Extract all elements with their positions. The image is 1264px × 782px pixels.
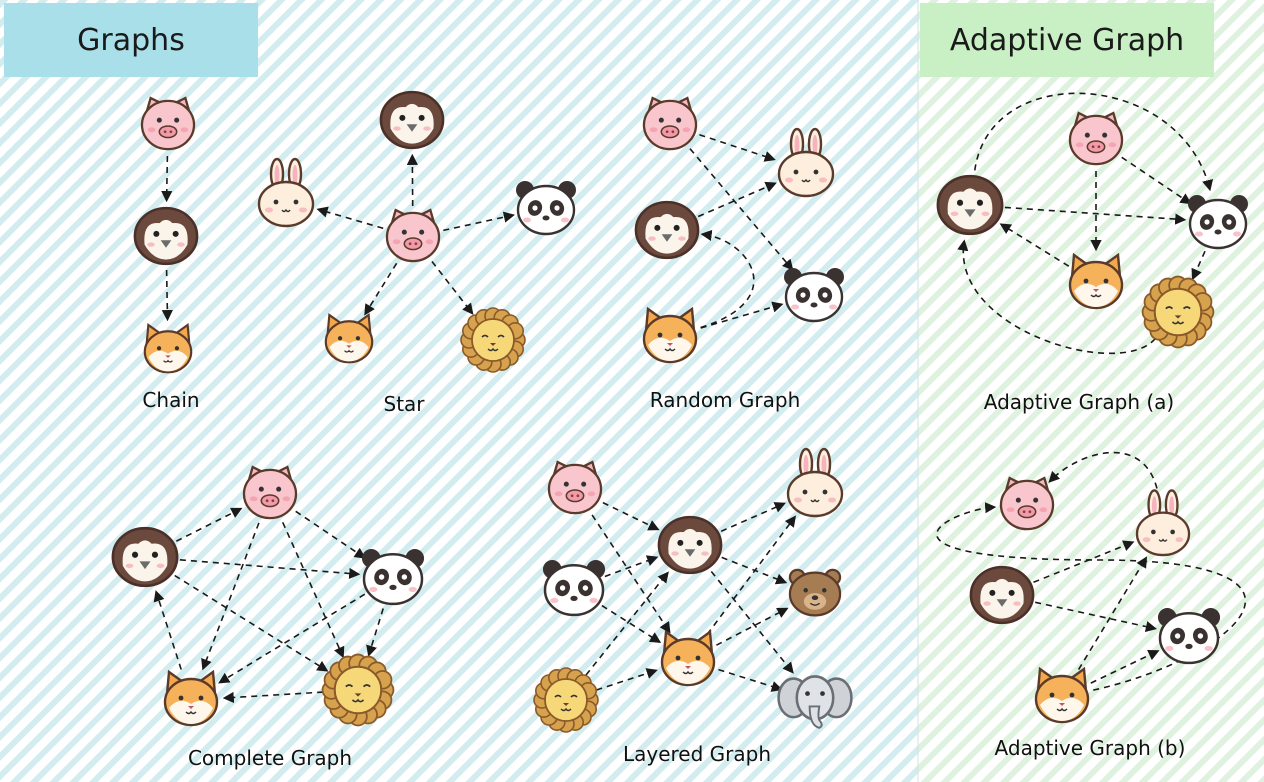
panda-icon — [542, 560, 606, 617]
panda-icon — [1188, 195, 1248, 250]
edge-arrow — [174, 574, 329, 672]
penguin-icon — [379, 90, 445, 150]
panda-icon — [1157, 608, 1221, 665]
adaptive-graph-title: Adaptive Graph — [920, 3, 1214, 77]
edge-arrow — [601, 604, 662, 643]
adaptive-graph-b-label: Adaptive Graph (b) — [994, 736, 1186, 760]
rabbit-icon — [257, 157, 315, 228]
edge-arrow — [1035, 601, 1157, 633]
pig-icon — [1068, 111, 1124, 166]
edge-arrow — [443, 211, 515, 232]
cat-icon — [163, 669, 219, 727]
edge-curved-arrow — [936, 502, 1247, 691]
penguin-icon — [969, 565, 1035, 625]
cat-icon — [660, 629, 716, 687]
edge-arrow — [1004, 206, 1187, 225]
edge-arrow — [1191, 250, 1206, 281]
edges-layer — [153, 92, 1247, 704]
chain-label: Chain — [142, 388, 200, 412]
edge-arrow — [716, 607, 789, 646]
lion-icon — [321, 653, 395, 727]
edge-arrow — [604, 555, 659, 578]
penguin-icon — [936, 174, 1004, 236]
panda-icon — [516, 181, 576, 236]
edge-arrow — [721, 556, 788, 585]
edge-arrow — [1033, 540, 1135, 584]
edge-arrow — [366, 608, 384, 657]
lion-icon — [1141, 275, 1215, 349]
nodes-layer — [111, 90, 1248, 733]
cat-icon — [324, 313, 374, 364]
edge-arrow — [179, 559, 361, 580]
graphs-title: Graphs — [4, 3, 258, 77]
edge-arrow — [1121, 156, 1192, 205]
edge-arrow — [222, 691, 324, 704]
edge-arrow — [689, 148, 794, 271]
pig-icon — [999, 476, 1055, 531]
elephant-icon — [777, 675, 853, 729]
rabbit-icon — [786, 447, 844, 518]
penguin-icon — [634, 200, 700, 260]
edge-arrow — [175, 507, 243, 542]
rabbit-icon — [777, 127, 835, 198]
edge-arrow — [999, 223, 1070, 267]
edge-arrow — [591, 514, 671, 634]
layered-graph-label: Layered Graph — [622, 742, 772, 766]
edge-curved-arrow — [973, 92, 1213, 192]
bear-icon — [788, 568, 842, 617]
rabbit-icon — [1135, 489, 1191, 557]
penguin-icon — [111, 526, 179, 588]
edge-arrow — [697, 181, 777, 218]
edge-curved-arrow — [957, 239, 1156, 355]
edge-arrow — [316, 206, 384, 230]
random-graph-label: Random Graph — [649, 388, 801, 412]
edge-arrow — [706, 515, 797, 635]
cat-icon — [642, 306, 698, 364]
penguin-icon — [133, 206, 199, 266]
cat-icon — [1068, 252, 1124, 310]
lion-icon — [533, 667, 599, 733]
edge-arrow — [295, 510, 366, 559]
edge-arrow — [700, 301, 784, 329]
cat-icon — [1034, 666, 1090, 724]
complete-graph-label: Complete Graph — [187, 746, 353, 770]
edge-arrow — [153, 590, 182, 670]
pig-icon — [547, 460, 603, 515]
edge-curved-arrow — [700, 229, 755, 329]
edge-arrow — [699, 133, 776, 162]
edge-arrow — [364, 262, 398, 316]
edge-arrow — [1090, 650, 1160, 684]
adaptive-graph-a-label: Adaptive Graph (a) — [983, 390, 1175, 414]
pig-icon — [385, 208, 441, 263]
lion-icon — [460, 307, 526, 373]
star-label: Star — [383, 392, 425, 416]
edge-arrow — [161, 155, 173, 203]
pig-icon — [140, 96, 196, 151]
panda-icon — [784, 268, 844, 323]
cat-icon — [143, 323, 193, 374]
edge-arrow — [161, 269, 173, 322]
edge-arrow — [201, 522, 260, 671]
pig-icon — [642, 96, 698, 151]
edge-arrow — [720, 502, 786, 533]
pig-icon — [242, 465, 298, 520]
panda-icon — [361, 549, 425, 606]
edge-arrow — [281, 521, 345, 659]
penguin-icon — [657, 515, 723, 575]
